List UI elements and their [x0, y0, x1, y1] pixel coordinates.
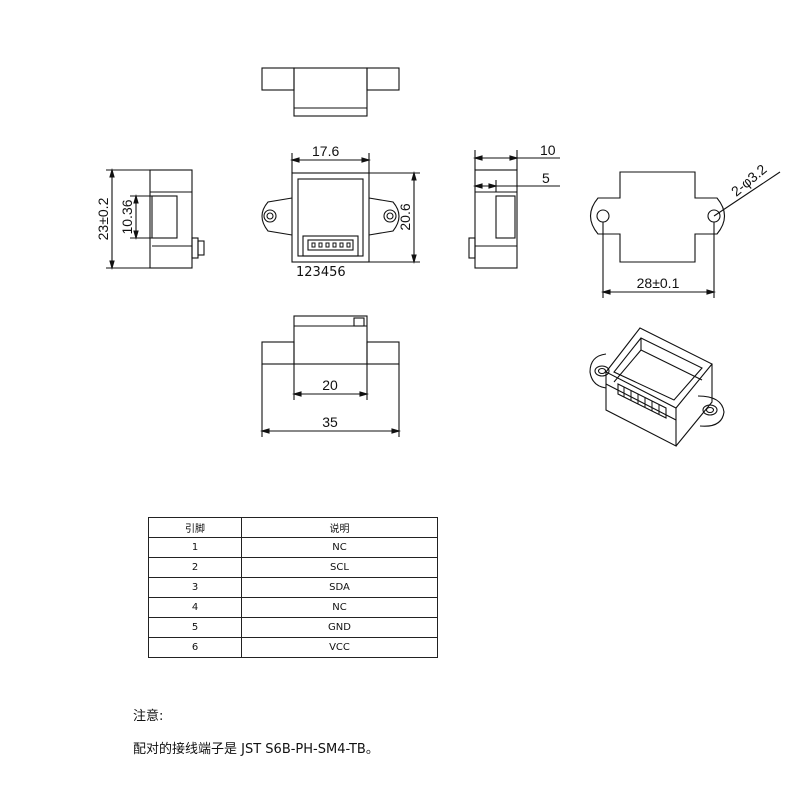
outline-view [589, 171, 781, 298]
front-left-hole [263, 209, 277, 223]
dim-front-height: 20.6 [397, 203, 413, 230]
pin-desc-cell: NC [241, 597, 438, 618]
pin-number-cell: 2 [148, 557, 242, 578]
dim-hole-diameter: 2-φ3.2 [728, 161, 770, 200]
table-row: 1 NC [148, 537, 438, 558]
right-side-view [468, 150, 560, 269]
dim-bottom-overall-width: 35 [322, 414, 338, 430]
isometric-view [589, 327, 725, 447]
dim-hole-spacing: 28±0.1 [637, 275, 680, 291]
note-body: 配对的接线端子是 JST S6B-PH-SM4-TB。 [133, 742, 379, 757]
dim-side-overall-height: 23±0.2 [95, 197, 111, 240]
pin-table: 引脚 说明 1 NC 2 SCL 3 SDA 4 NC 5 GND 6 VCC [148, 517, 438, 658]
dim-right-depth-total: 10 [540, 142, 556, 158]
mechanical-drawing: 17.6 20.6 123456 23±0.2 10.36 10 5 2-φ3.… [95, 67, 781, 447]
pin-desc-cell: SDA [241, 577, 438, 598]
pin-number-cell: 5 [148, 617, 242, 638]
pin-table-header-desc: 说明 [241, 517, 438, 538]
pin-table-header-row: 引脚 说明 [148, 517, 438, 538]
note-title: 注意: [133, 709, 164, 724]
pin-desc-cell: VCC [241, 637, 438, 658]
table-row: 3 SDA [148, 577, 438, 598]
pin-desc-cell: SCL [241, 557, 438, 578]
pin-number-cell: 3 [148, 577, 242, 598]
left-side-view [106, 167, 205, 271]
pin-number-label: 123456 [296, 265, 346, 280]
front-right-hole [383, 209, 397, 223]
front-view [261, 153, 420, 265]
pin-number-cell: 4 [148, 597, 242, 618]
outline-left-hole [596, 209, 610, 223]
pin-desc-cell: NC [241, 537, 438, 558]
pin-table-header-pin: 引脚 [148, 517, 242, 538]
iso-right-hole [702, 404, 718, 416]
top-view [261, 67, 400, 117]
pin-number-cell: 1 [148, 537, 242, 558]
table-row: 2 SCL [148, 557, 438, 578]
table-row: 6 VCC [148, 637, 438, 658]
front-connector [302, 235, 359, 257]
table-row: 4 NC [148, 597, 438, 618]
table-row: 5 GND [148, 617, 438, 638]
iso-left-hole [594, 365, 610, 377]
pin-number-cell: 6 [148, 637, 242, 658]
dim-right-depth-step: 5 [542, 170, 550, 186]
dim-side-inner-height: 10.36 [119, 199, 135, 234]
dim-front-width: 17.6 [312, 143, 339, 159]
dim-bottom-inner-width: 20 [322, 377, 338, 393]
bottom-view [259, 315, 402, 437]
pin-desc-cell: GND [241, 617, 438, 638]
